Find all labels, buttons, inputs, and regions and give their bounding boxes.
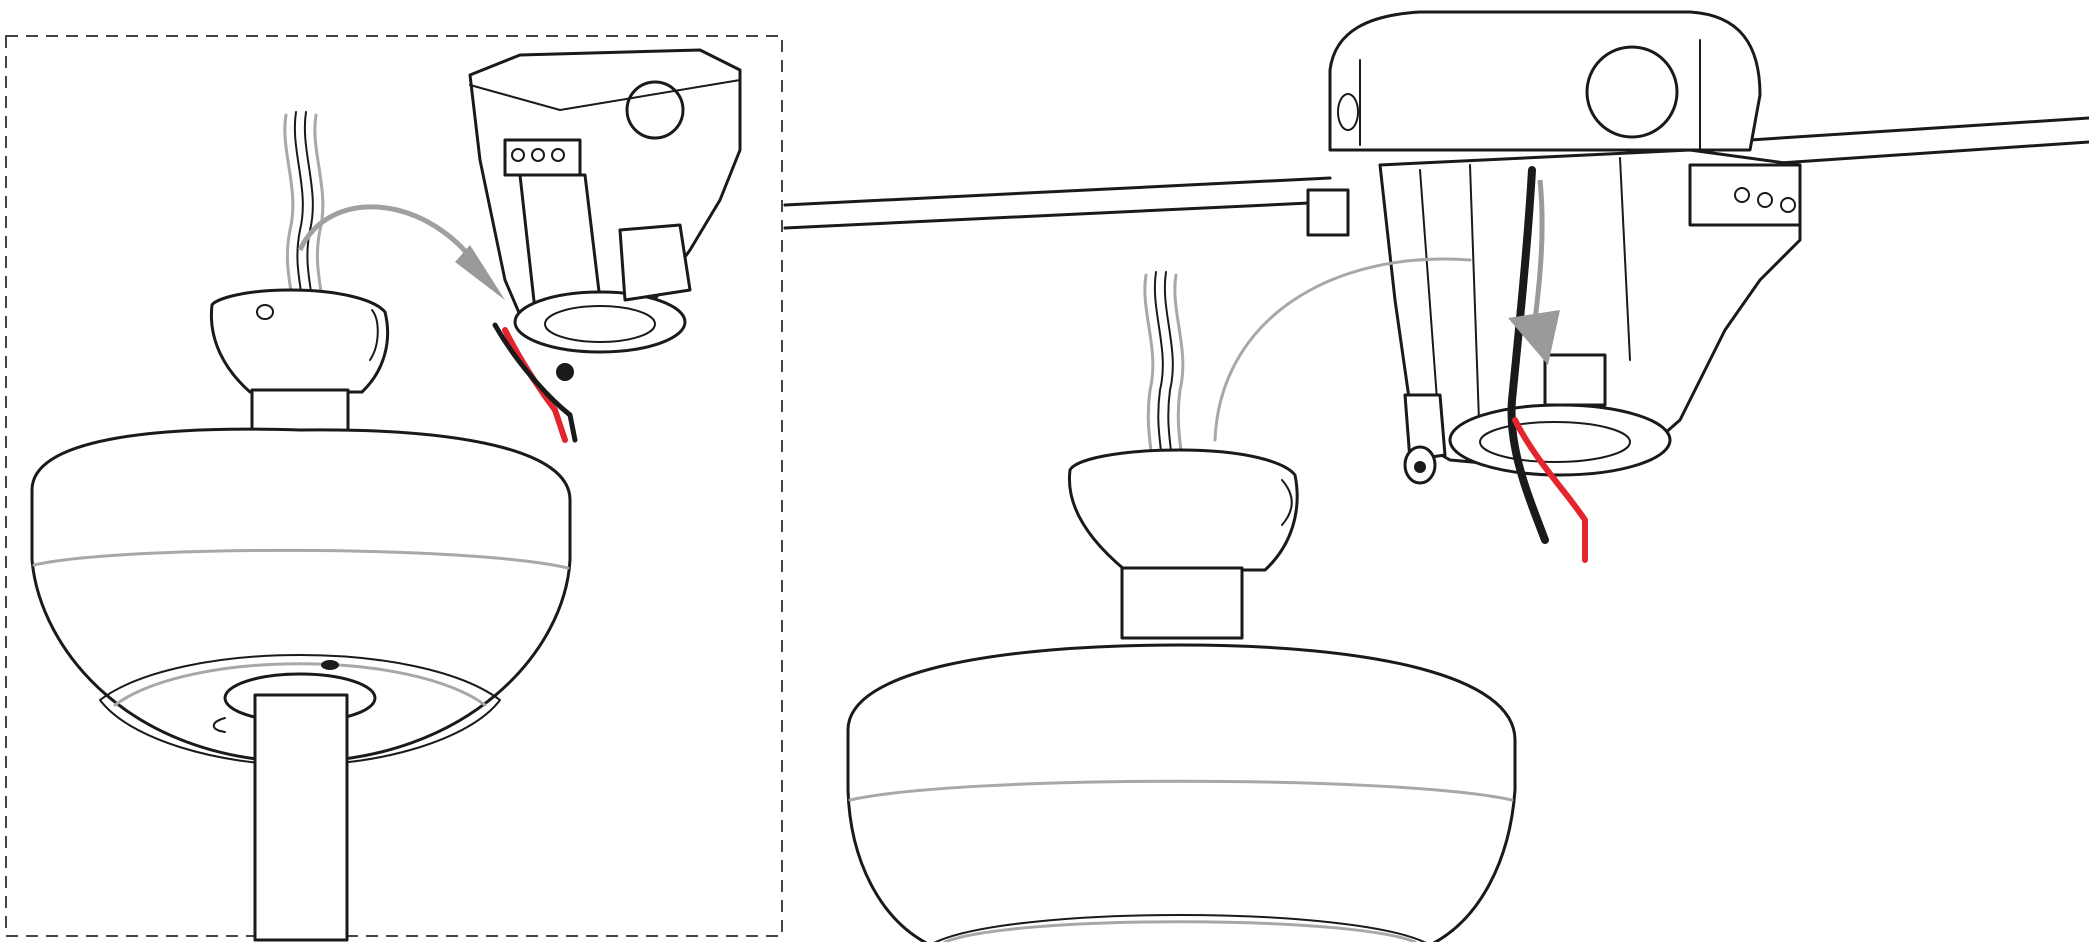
supply-wires-icon bbox=[283, 111, 325, 302]
main-panel bbox=[783, 10, 2089, 942]
junction-box-icon bbox=[1306, 10, 1762, 237]
red-wire-main-icon bbox=[1512, 417, 1588, 563]
mounting-bracket-main-icon bbox=[1378, 148, 1802, 485]
arrowhead-icon bbox=[455, 245, 505, 300]
black-wire-main-icon bbox=[1507, 166, 1549, 544]
canopy-cap-icon bbox=[209, 288, 390, 434]
inset-dashed-border bbox=[5, 35, 783, 937]
downward-arrow-icon bbox=[1532, 179, 1545, 321]
curved-arrow-icon bbox=[297, 204, 483, 272]
mounting-bracket-icon bbox=[468, 48, 742, 381]
motor-housing-main-icon bbox=[846, 643, 1517, 942]
downward-arrowhead-icon bbox=[1508, 310, 1560, 365]
guide-line-icon bbox=[1213, 257, 1472, 442]
inset-panel bbox=[5, 35, 783, 942]
canopy-cap-main-icon bbox=[1067, 448, 1299, 640]
downrod-icon bbox=[253, 693, 349, 942]
ceiling-beam-icon bbox=[783, 116, 2089, 230]
supply-wires-main-icon bbox=[1143, 271, 1185, 462]
black-wire-icon bbox=[492, 322, 578, 443]
